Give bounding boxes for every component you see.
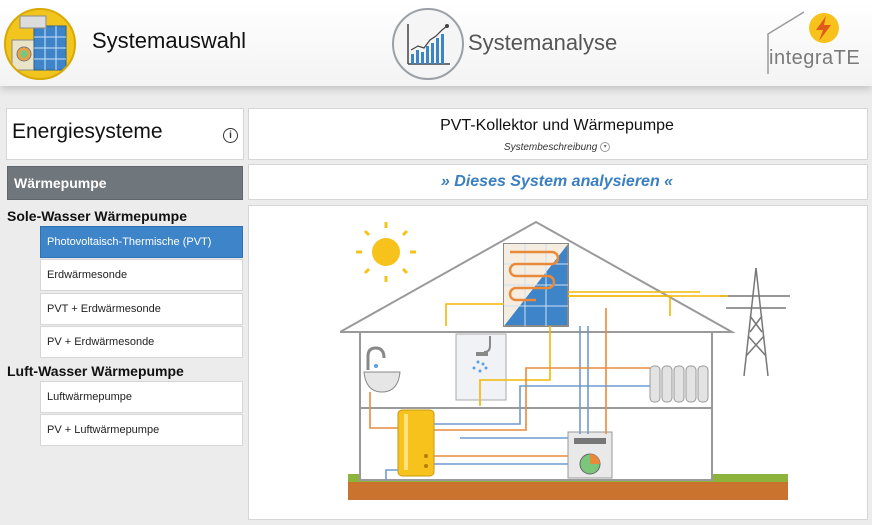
integrate-logo bbox=[767, 11, 839, 74]
group-sole-wasser: Sole-Wasser Wärmepumpe bbox=[7, 208, 187, 224]
system-description-toggle[interactable]: Systembeschreibung ▾ bbox=[248, 142, 866, 153]
nav-systemanalyse[interactable]: Systemanalyse bbox=[468, 30, 618, 55]
option-pvt-erdwaermesonde[interactable]: PVT + Erdwärmesonde bbox=[40, 293, 243, 325]
info-icon[interactable]: i bbox=[223, 128, 238, 143]
analyse-link-panel bbox=[248, 164, 868, 200]
analyse-system-link[interactable]: » Dieses System analysieren « bbox=[440, 173, 674, 190]
radiator-icon bbox=[649, 365, 709, 403]
sidebar-title-box bbox=[6, 108, 244, 160]
nav-systemauswahl[interactable]: Systemauswahl bbox=[92, 28, 247, 53]
system-diagram bbox=[340, 220, 790, 500]
logo-text: integraTE bbox=[769, 47, 861, 69]
system-title-panel bbox=[248, 108, 868, 160]
option-pvt[interactable]: Photovoltaisch-Thermische (PVT) bbox=[40, 226, 243, 258]
pvt-collector-icon bbox=[503, 243, 569, 327]
storage-tank-icon bbox=[397, 409, 435, 477]
category-waermepumpe[interactable]: Wärmepumpe bbox=[7, 166, 243, 200]
sink-icon bbox=[363, 346, 401, 393]
solar-panels-icon[interactable] bbox=[4, 8, 76, 80]
option-luftwaermepumpe[interactable]: Luftwärmepumpe bbox=[40, 381, 243, 413]
option-pv-luftwaermepumpe[interactable]: PV + Luftwärmepumpe bbox=[40, 414, 243, 446]
sidebar-title: Energiesysteme bbox=[12, 120, 163, 143]
heat-pump-icon bbox=[567, 431, 613, 479]
sun-icon bbox=[356, 222, 416, 282]
group-luft-wasser: Luft-Wasser Wärmepumpe bbox=[7, 363, 184, 379]
system-description-label: Systembeschreibung bbox=[503, 142, 598, 153]
option-erdwaermesonde[interactable]: Erdwärmesonde bbox=[40, 259, 243, 291]
ground-soil bbox=[348, 478, 788, 500]
option-pv-erdwaermesonde[interactable]: PV + Erdwärmesonde bbox=[40, 326, 243, 358]
shower-icon bbox=[455, 333, 507, 401]
power-pylon-icon bbox=[720, 267, 790, 377]
top-navigation-bar: Systemauswahl Systemanalyse integraTE bbox=[0, 0, 872, 86]
system-title: PVT-Kollektor und Wärmepumpe bbox=[440, 117, 674, 134]
chevron-down-icon: ▾ bbox=[600, 142, 611, 153]
bar-chart-icon[interactable] bbox=[392, 8, 464, 80]
